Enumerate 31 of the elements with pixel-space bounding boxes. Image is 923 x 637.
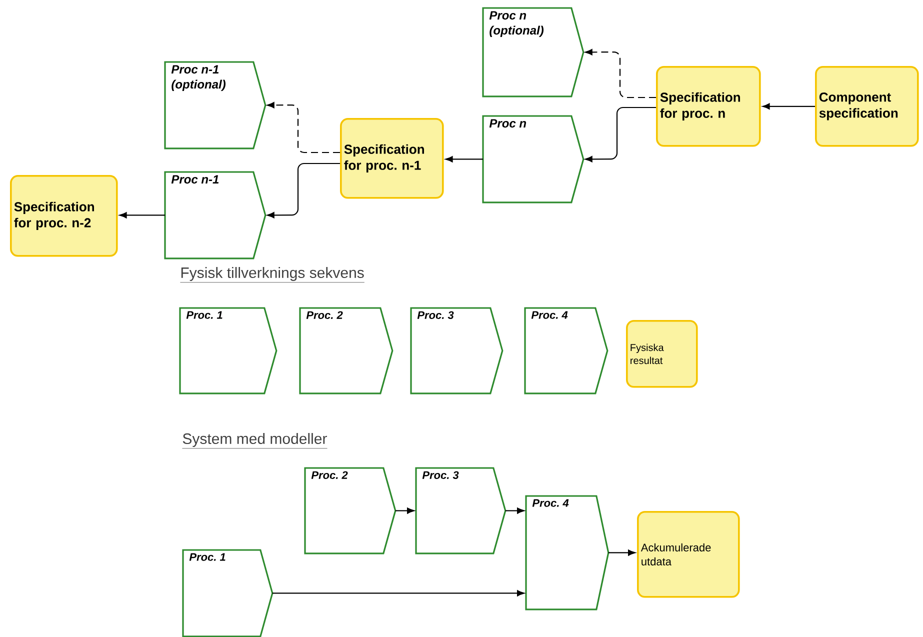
arrow <box>585 49 656 98</box>
section-heading: Fysisk tillverknings sekvens <box>180 267 365 283</box>
specification-box: Component specification <box>815 66 919 147</box>
process-box: Proc n-1 <box>164 171 266 260</box>
arrow <box>267 102 340 154</box>
process-box: Proc. 3 <box>415 467 506 554</box>
specification-box: Specification for proc. n-2 <box>10 175 118 257</box>
arrow <box>119 212 165 218</box>
process-box: Proc. 4 <box>524 307 608 394</box>
process-box: Proc. 2 <box>299 307 394 394</box>
process-box: Proc. 2 <box>304 467 396 554</box>
arrow <box>267 162 340 218</box>
arrow <box>505 508 524 514</box>
specification-box: Specification for proc. n <box>656 66 761 147</box>
process-box: Proc. 3 <box>410 307 504 394</box>
specification-box: Specification for proc. n-1 <box>340 118 444 199</box>
process-box: Proc. 1 <box>182 549 274 637</box>
arrow <box>585 106 656 162</box>
section-heading: System med modeller <box>182 433 328 449</box>
process-box: Proc n <box>482 115 584 204</box>
arrow <box>608 550 636 556</box>
arrow <box>762 103 815 110</box>
process-box: Proc n-1 (optional) <box>164 61 266 150</box>
arrow <box>445 156 483 162</box>
arrow <box>395 508 414 514</box>
process-box: Proc. 1 <box>179 307 278 394</box>
result-box: Ackumulerade utdata <box>637 511 740 598</box>
process-box: Proc. 4 <box>525 495 610 610</box>
arrow <box>272 590 524 596</box>
process-box: Proc n (optional) <box>482 7 584 98</box>
result-box: Fysiska resultat <box>626 320 698 388</box>
